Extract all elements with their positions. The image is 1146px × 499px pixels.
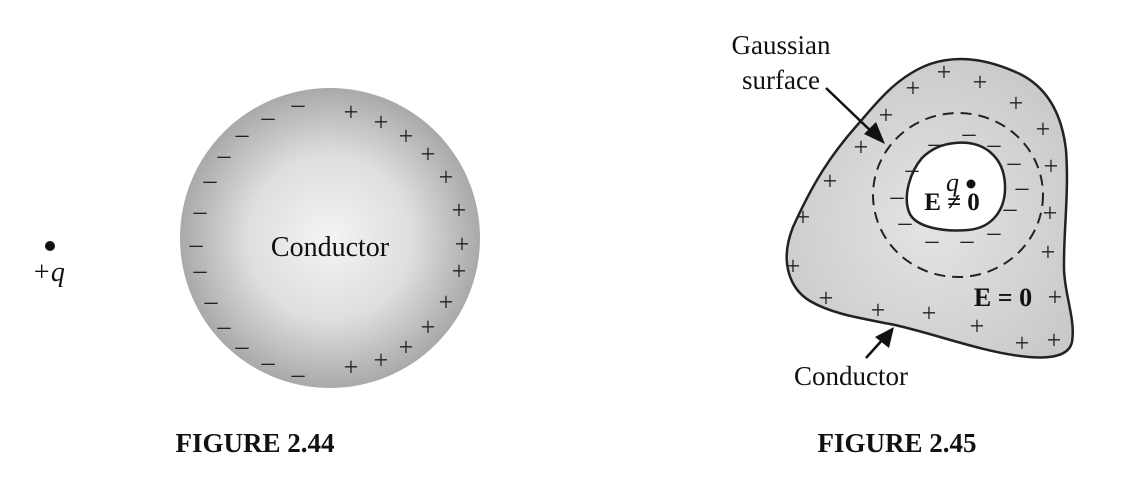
plus-sign: + (421, 313, 436, 342)
minus-sign: – (235, 120, 250, 149)
figure-caption-2-44: FIGURE 2.44 (175, 428, 334, 458)
minus-sign: – (925, 226, 940, 255)
plus-sign: + (439, 288, 454, 317)
gaussian-label-line2: surface (742, 65, 820, 95)
minus-sign: – (189, 230, 204, 259)
minus-sign: – (291, 90, 306, 119)
plus-sign: + (344, 353, 359, 382)
plus-sign: + (879, 101, 894, 130)
plus-sign: + (786, 252, 801, 281)
minus-sign: – (217, 312, 232, 341)
plus-sign: + (421, 140, 436, 169)
minus-sign: – (987, 218, 1002, 247)
plus-sign: + (1036, 115, 1051, 144)
cavity (905, 141, 1007, 232)
plus-sign: + (973, 68, 988, 97)
plus-sign: + (1047, 326, 1062, 355)
plus-sign: + (452, 196, 467, 225)
plus-sign: + (823, 167, 838, 196)
plus-sign: + (399, 122, 414, 151)
plus-sign: + (439, 163, 454, 192)
minus-sign: – (193, 256, 208, 285)
plus-sign: + (854, 133, 869, 162)
plus-sign: + (399, 333, 414, 362)
conductor-label-2: Conductor (794, 361, 908, 391)
plus-sign: + (871, 296, 886, 325)
plus-sign: + (937, 58, 952, 87)
figure-2-44: +q Conductor ––––––––––––– +++++++++++++… (32, 88, 480, 458)
minus-sign: – (962, 119, 977, 148)
enclosed-charge-label: q (946, 168, 959, 197)
minus-sign: – (291, 360, 306, 389)
plus-sign: + (1041, 238, 1056, 267)
plus-sign: + (1015, 329, 1030, 358)
minus-sign: – (987, 130, 1002, 159)
minus-sign: – (193, 197, 208, 226)
minus-sign: – (898, 208, 913, 237)
field-in-conductor-label: E = 0 (974, 283, 1032, 312)
plus-sign: + (452, 257, 467, 286)
induced-negative-charges: ––––––––––––– (189, 90, 306, 389)
point-charge-dot (45, 241, 55, 251)
plus-sign: + (344, 98, 359, 127)
figure-caption-2-45: FIGURE 2.45 (817, 428, 976, 458)
plus-sign: + (819, 284, 834, 313)
conductor-label: Conductor (271, 232, 390, 263)
field-inside-cavity-label: E ≠ 0 (924, 189, 979, 216)
plus-sign: + (374, 108, 389, 137)
minus-sign: – (235, 332, 250, 361)
induced-positive-charges: +++++++++++++ (344, 98, 470, 382)
conductor-sphere (180, 88, 480, 388)
minus-sign: – (261, 348, 276, 377)
plus-sign: + (1043, 199, 1058, 228)
minus-sign: – (960, 226, 975, 255)
gaussian-pointer-arrow (825, 87, 885, 144)
minus-sign: – (1007, 148, 1022, 177)
minus-sign: – (905, 155, 920, 184)
plus-sign: + (796, 203, 811, 232)
minus-sign: – (217, 141, 232, 170)
minus-sign: – (1015, 173, 1030, 202)
gaussian-surface (872, 112, 1044, 278)
minus-sign: – (204, 287, 219, 316)
enclosed-charge-dot (966, 179, 976, 189)
minus-sign: – (203, 166, 218, 195)
plus-sign: + (970, 312, 985, 341)
plus-sign: + (1044, 152, 1059, 181)
conductor-pointer-arrow (865, 327, 894, 359)
minus-sign: – (261, 103, 276, 132)
gaussian-label-line1: Gaussian (732, 30, 831, 60)
point-charge-label: +q (32, 257, 65, 288)
figure-2-45: q E ≠ 0 –––––––––––– +++++++++++++++++++… (732, 30, 1074, 458)
cavity-negative-charges: –––––––––––– (890, 119, 1030, 255)
plus-sign: + (1009, 89, 1024, 118)
plus-sign: + (1048, 283, 1063, 312)
minus-sign: – (928, 129, 943, 158)
minus-sign: – (890, 182, 905, 211)
plus-sign: + (906, 74, 921, 103)
minus-sign: – (1003, 194, 1018, 223)
surface-positive-charges: + + + + + + + + + + + + + + + + + + + + (786, 58, 1063, 358)
plus-sign: + (374, 346, 389, 375)
plus-sign: + (922, 299, 937, 328)
plus-sign: + (455, 230, 470, 259)
